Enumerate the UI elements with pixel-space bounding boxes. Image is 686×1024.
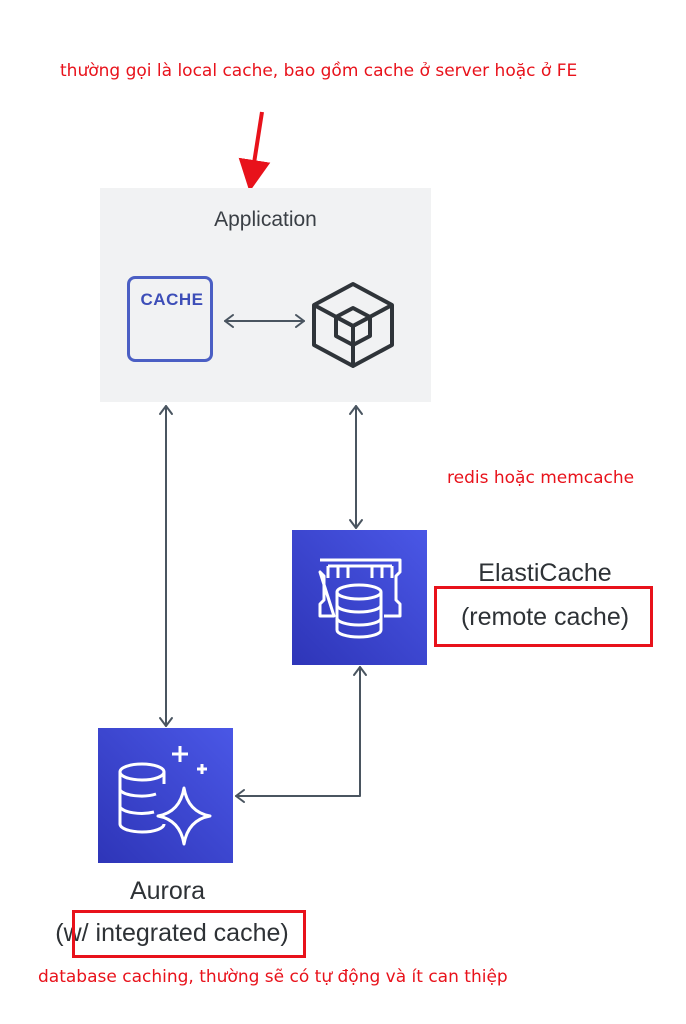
- elasticache-icon: [318, 558, 402, 639]
- aurora-tile: [98, 728, 233, 863]
- remote-cache-highlight: [434, 586, 653, 647]
- integrated-cache-highlight: [72, 910, 306, 958]
- elasticache-label: ElastiCache: [478, 559, 612, 587]
- cache-compute-arrow: [224, 314, 305, 328]
- application-title: Application: [214, 208, 317, 231]
- app-aurora-arrow: [159, 405, 173, 727]
- aurora-sublabel: (w/ integrated cache): [55, 919, 289, 947]
- app-elasticache-arrow: [349, 405, 363, 529]
- cache-label: CACHE: [140, 290, 204, 309]
- cache-box: [127, 276, 213, 362]
- database-caching-annotation: database caching, thường sẽ có tự động v…: [38, 967, 508, 987]
- elasticache-sublabel: (remote cache): [460, 603, 630, 631]
- local-cache-annotation: thường gọi là local cache, bao gồm cache…: [60, 61, 578, 81]
- aurora-label: Aurora: [129, 877, 206, 905]
- redis-annotation: redis hoặc memcache: [447, 468, 635, 488]
- app-cube-icon: [312, 282, 394, 368]
- elasticache-aurora-arrow: [235, 666, 367, 803]
- aurora-icon: [118, 746, 212, 846]
- elasticache-tile: [292, 530, 427, 665]
- annotation-red-arrow: [238, 111, 271, 192]
